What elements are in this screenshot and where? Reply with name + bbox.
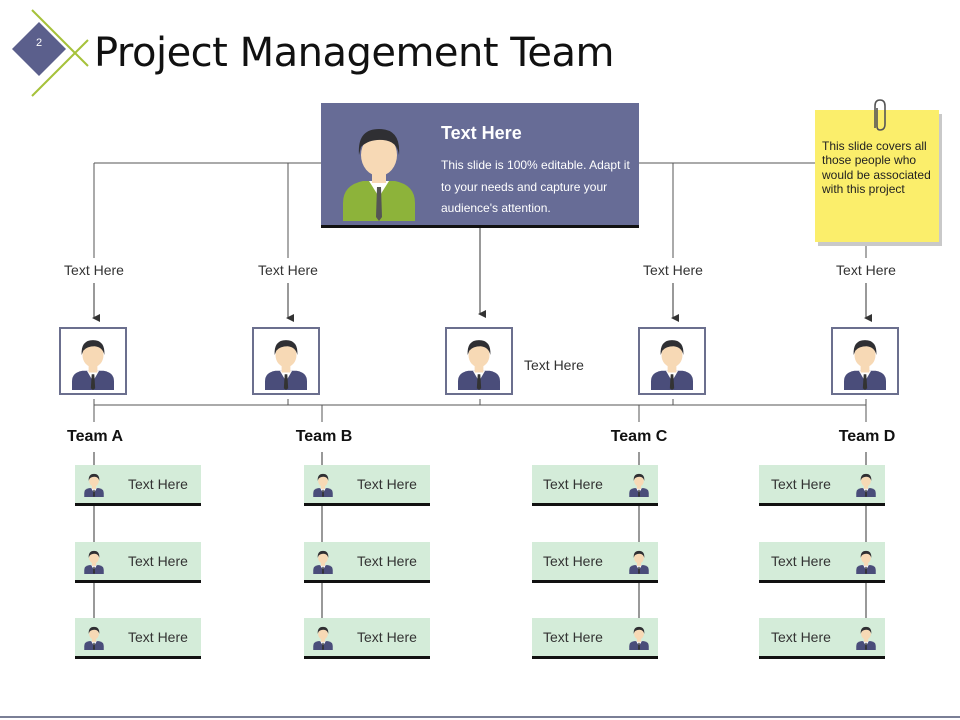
- person-icon: [844, 340, 886, 390]
- head-description: This slide is 100% editable. Adapt it to…: [441, 158, 630, 215]
- manager-label: Text Here: [524, 357, 584, 373]
- member-card: Text Here: [532, 542, 658, 583]
- manager-label: Text Here: [64, 262, 124, 278]
- member-label: Text Here: [771, 553, 831, 569]
- manager-photo: [445, 327, 513, 395]
- member-label: Text Here: [543, 476, 603, 492]
- member-label: Text Here: [357, 553, 417, 569]
- member-card: Text Here: [304, 618, 430, 659]
- member-card: Text Here: [304, 465, 430, 506]
- member-card: Text Here: [759, 465, 885, 506]
- member-card: Text Here: [532, 618, 658, 659]
- team-label: Team B: [295, 428, 353, 445]
- person-icon: [651, 340, 693, 390]
- team-label: Team A: [66, 428, 123, 445]
- manager-photo: [831, 327, 899, 395]
- person-icon: [856, 626, 876, 650]
- team-label: Team D: [838, 428, 896, 445]
- sticky-note-text: This slide covers all those people who w…: [822, 139, 931, 196]
- member-label: Text Here: [771, 629, 831, 645]
- person-icon: [84, 626, 104, 650]
- manager-photo: [59, 327, 127, 395]
- person-icon: [629, 626, 649, 650]
- person-icon: [343, 129, 415, 221]
- member-label: Text Here: [357, 629, 417, 645]
- team-label: Team C: [610, 428, 668, 445]
- person-icon: [313, 626, 333, 650]
- sticky-note: This slide covers all those people who w…: [815, 99, 939, 242]
- person-icon: [856, 550, 876, 574]
- person-icon: [856, 473, 876, 497]
- member-label: Text Here: [128, 629, 188, 645]
- member-label: Text Here: [771, 476, 831, 492]
- person-icon: [629, 550, 649, 574]
- person-icon: [458, 340, 500, 390]
- person-icon: [313, 550, 333, 574]
- member-card: Text Here: [75, 542, 201, 583]
- person-icon: [84, 550, 104, 574]
- member-card: Text Here: [304, 542, 430, 583]
- person-icon: [313, 473, 333, 497]
- page-title: Project Management Team: [94, 30, 615, 76]
- member-card: Text Here: [75, 618, 201, 659]
- member-card: Text Here: [75, 465, 201, 506]
- slide-number: 2: [35, 37, 43, 49]
- manager-photo: [252, 327, 320, 395]
- member-card: Text Here: [532, 465, 658, 506]
- member-label: Text Here: [128, 553, 188, 569]
- member-card: Text Here: [759, 618, 885, 659]
- member-label: Text Here: [543, 629, 603, 645]
- manager-label: Text Here: [643, 262, 703, 278]
- person-icon: [629, 473, 649, 497]
- person-icon: [72, 340, 114, 390]
- member-label: Text Here: [128, 476, 188, 492]
- member-card: Text Here: [759, 542, 885, 583]
- head-card: Text Here This slide is 100% editable. A…: [321, 103, 639, 228]
- member-label: Text Here: [357, 476, 417, 492]
- head-title: Text Here: [441, 123, 522, 143]
- person-icon: [265, 340, 307, 390]
- member-label: Text Here: [543, 553, 603, 569]
- slide-badge-icon: [12, 9, 89, 97]
- manager-label: Text Here: [258, 262, 318, 278]
- manager-label: Text Here: [836, 262, 896, 278]
- manager-photo: [638, 327, 706, 395]
- person-icon: [84, 473, 104, 497]
- paperclip-icon: [874, 99, 886, 131]
